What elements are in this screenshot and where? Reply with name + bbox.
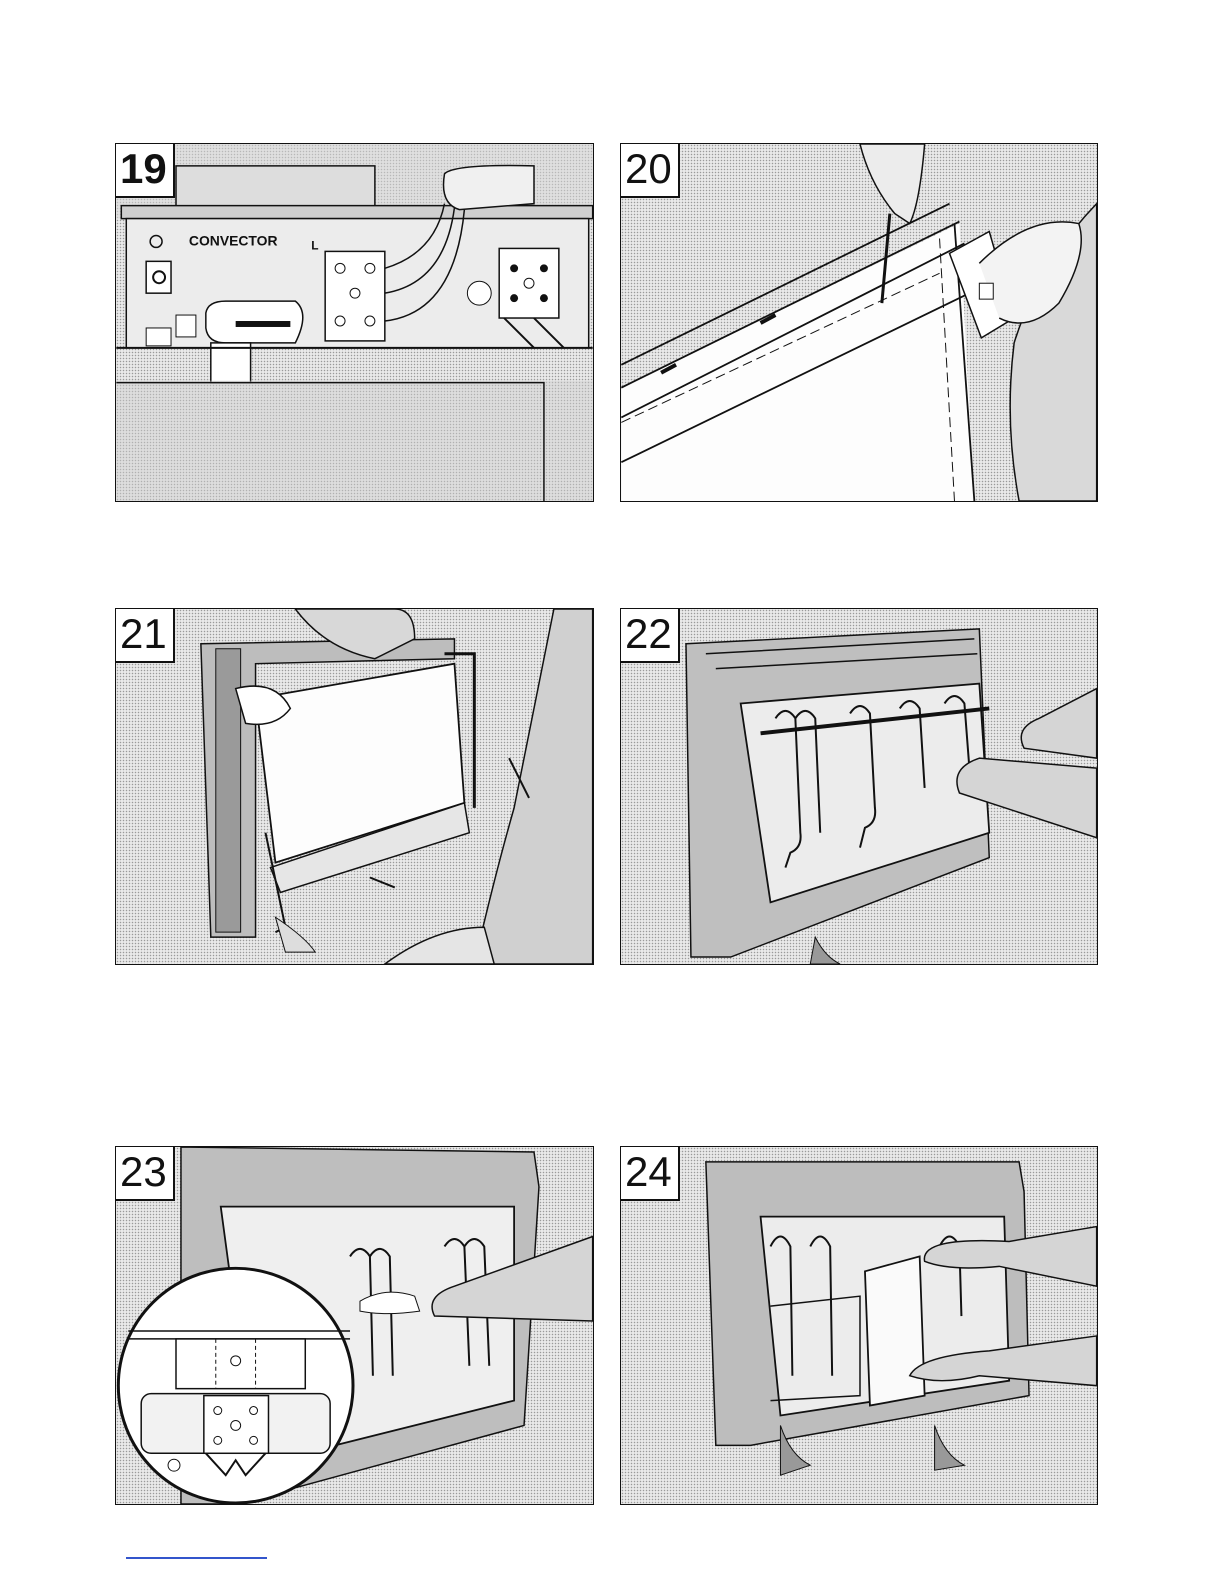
figure-22: 22 (620, 608, 1098, 965)
figure-23-illustration (116, 1147, 593, 1504)
footer-link-underline (126, 1557, 267, 1559)
figure-number: 19 (116, 144, 175, 198)
figure-20-illustration (621, 144, 1097, 501)
figure-21: 21 (115, 608, 594, 965)
figure-19-illustration: CONVECTOR L (116, 144, 593, 501)
figure-20: 20 (620, 143, 1098, 502)
figure-number: 24 (621, 1147, 680, 1201)
figure-22-illustration (621, 609, 1097, 964)
figure-21-illustration (116, 609, 593, 964)
figure-number: 21 (116, 609, 175, 663)
figure-number: 23 (116, 1147, 175, 1201)
figure-24-illustration (621, 1147, 1097, 1504)
terminal-l-label: L (311, 238, 318, 252)
figure-number: 20 (621, 144, 680, 198)
figure-number: 22 (621, 609, 680, 663)
figure-24: 24 (620, 1146, 1098, 1505)
convector-label: CONVECTOR (189, 232, 278, 248)
figure-19: 19 CONVECTOR L (115, 143, 594, 502)
figure-23: 23 (115, 1146, 594, 1505)
